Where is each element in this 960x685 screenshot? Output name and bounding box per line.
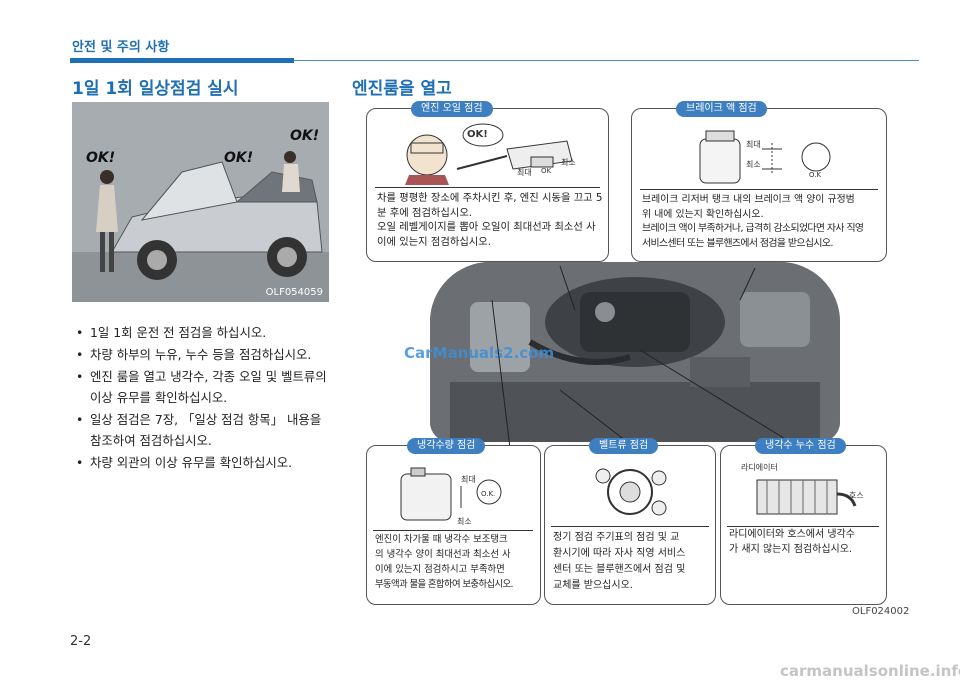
box-divider [375, 187, 600, 188]
text-line: 의 냉각수 양이 최대선과 최소선 사 [375, 549, 511, 560]
belt-illustration [595, 468, 667, 516]
list-item: 1일 1회 운전 전 점검을 하십시오. [72, 322, 334, 343]
coolant-reservoir-illustration [400, 467, 502, 521]
text-line: 정기 점검 주기표의 점검 및 교 [553, 532, 680, 543]
text-line: 차를 평평한 장소에 주차시킨 후, 엔진 시동을 끄고 5 [377, 192, 603, 204]
text-line: 브레이크 액이 부족하거나, 급격히 감소되었다면 자사 직영 [642, 223, 864, 234]
footer-watermark: carmanualsonline.info [780, 662, 960, 680]
engine-oil-check-box: 엔진 오일 점검 OK! 최소 최대 OK 차를 평평한 장소에 주차시킨 후,… [366, 101, 609, 262]
daily-check-title: 1일 1회 일상점검 실시 [72, 79, 239, 99]
brake-fluid-text: 브레이크 리저버 탱크 내의 브레이크 액 양이 규정범 위 내에 있는지 확인… [642, 193, 882, 251]
belt-text: 정기 점검 주기표의 점검 및 교 환시기에 따라 자사 직영 서비스 센터 또… [553, 530, 713, 594]
box-divider [373, 530, 533, 531]
min-label: 최대 [517, 168, 532, 177]
header-accent-bar [70, 58, 294, 63]
belt-check-box: 벨트류 점검 정기 점검 주기표의 점검 및 교 환시기에 따라 자사 직영 서… [544, 438, 716, 605]
radiator-illustration [756, 479, 857, 515]
coolant-leak-check-box: 냉각수 누수 점검 라디에이터 호스 라디에이터와 호스에서 냉각수 가 새지 … [720, 438, 887, 605]
ok-bubble: OK! [467, 129, 488, 140]
text-line: 오일 레벨게이지를 뽑아 오일이 최대선과 최소선 사 [377, 221, 596, 233]
ok-label-middle: OK! [224, 150, 254, 166]
header-divider [294, 60, 919, 61]
engine-oil-text: 차를 평평한 장소에 주차시킨 후, 엔진 시동을 끄고 5 분 후에 점검하십… [377, 191, 603, 249]
ok-label-left: OK! [86, 150, 116, 166]
brake-fluid-check-box: 브레이크 액 점검 최대 최소 O.K 브레이크 리저버 탱크 내의 브레이크 … [631, 101, 887, 262]
box-divider [551, 526, 709, 527]
text-line: 환시기에 따라 자사 직영 서비스 [553, 548, 686, 559]
max-label: 최대 [746, 140, 761, 149]
box-divider [727, 526, 879, 527]
watermark: CarManuals2.com [404, 344, 555, 362]
coolant-level-text: 엔진이 차가울 때 냉각수 보조탱크 의 냉각수 양이 최대선과 최소선 사 이… [375, 532, 537, 592]
text-line: 부동액과 물을 혼합하여 보충하십시오. [375, 579, 514, 590]
ok-small-label: OK [541, 167, 552, 175]
figure-code: OLF024002 [852, 606, 910, 617]
coolant-leak-label: 냉각수 누수 점검 [755, 438, 846, 454]
radiator-label: 라디에이터 [741, 463, 778, 472]
box-divider [640, 189, 878, 190]
ok-label-right: OK! [290, 128, 320, 144]
max-label: 최소 [561, 158, 576, 167]
engine-oil-label: 엔진 오일 점검 [411, 101, 493, 117]
list-item: 엔진 룸을 열고 냉각수, 각종 오일 및 벨트류의 이상 유무를 확인하십시오… [72, 366, 334, 408]
car-hood-open-illustration [72, 102, 329, 302]
text-line: 라디에이터와 호스에서 냉각수 [729, 529, 855, 540]
text-line: 센터 또는 블루핸즈에서 점검 및 [553, 564, 686, 575]
coolant-level-check-box: 냉각수량 점검 최대 최소 O.K. 엔진이 차가울 때 냉각수 보조탱크 의 … [366, 438, 541, 605]
text-line: 이에 있는지 점검하시고 부족하면 [375, 564, 505, 575]
ok-label: O.K. [481, 490, 496, 498]
min-label: 최소 [457, 517, 472, 526]
belt-label: 벨트류 점검 [589, 438, 659, 454]
text-line: 위 내에 있는지 확인하십시오. [642, 208, 764, 220]
text-line: 서비스센터 또는 블루핸즈에서 점검을 받으십시오. [642, 237, 833, 249]
text-line: 브레이크 리저버 탱크 내의 브레이크 액 양이 규정범 [642, 194, 855, 205]
brake-reservoir-illustration [699, 130, 831, 184]
photo-code: OLF054059 [265, 287, 323, 298]
list-item: 일상 점검은 7장, 「일상 점검 항목」 내용을 참조하여 점검하십시오. [72, 409, 334, 451]
text-line: 엔진이 차가울 때 냉각수 보조탱크 [375, 534, 508, 545]
dipstick-check-illustration [405, 123, 573, 185]
min-label: 최소 [746, 160, 761, 169]
text-line: 분 후에 점검하십시오. [377, 206, 473, 219]
hose-label: 호스 [849, 491, 864, 500]
text-line: 이에 있는지 점검하십시오. [377, 235, 492, 248]
daily-check-photo: OK! OK! OK! OLF054059 [72, 102, 329, 302]
engine-room-illustration [430, 262, 840, 442]
list-item: 차량 외관의 이상 유무를 확인하십시오. [72, 452, 334, 473]
text-line: 가 새지 않는지 점검하십시오. [729, 543, 853, 555]
page-number: 2-2 [70, 634, 92, 649]
max-label: 최대 [461, 475, 476, 484]
section-header: 안전 및 주의 사항 [72, 40, 170, 55]
list-item: 차량 하부의 누유, 누수 등을 점검하십시오. [72, 344, 334, 365]
brake-fluid-label: 브레이크 액 점검 [676, 101, 767, 117]
coolant-level-label: 냉각수량 점검 [407, 438, 486, 454]
text-line: 교체를 받으십시오. [553, 580, 633, 591]
ok-label: O.K [809, 171, 822, 179]
engine-illustration [430, 262, 840, 442]
coolant-leak-text: 라디에이터와 호스에서 냉각수 가 새지 않는지 점검하십시오. [729, 528, 884, 557]
daily-check-list: 1일 1회 운전 전 점검을 하십시오. 차량 하부의 누유, 누수 등을 점검… [72, 322, 334, 474]
engine-room-title: 엔진룸을 열고 [352, 79, 452, 99]
